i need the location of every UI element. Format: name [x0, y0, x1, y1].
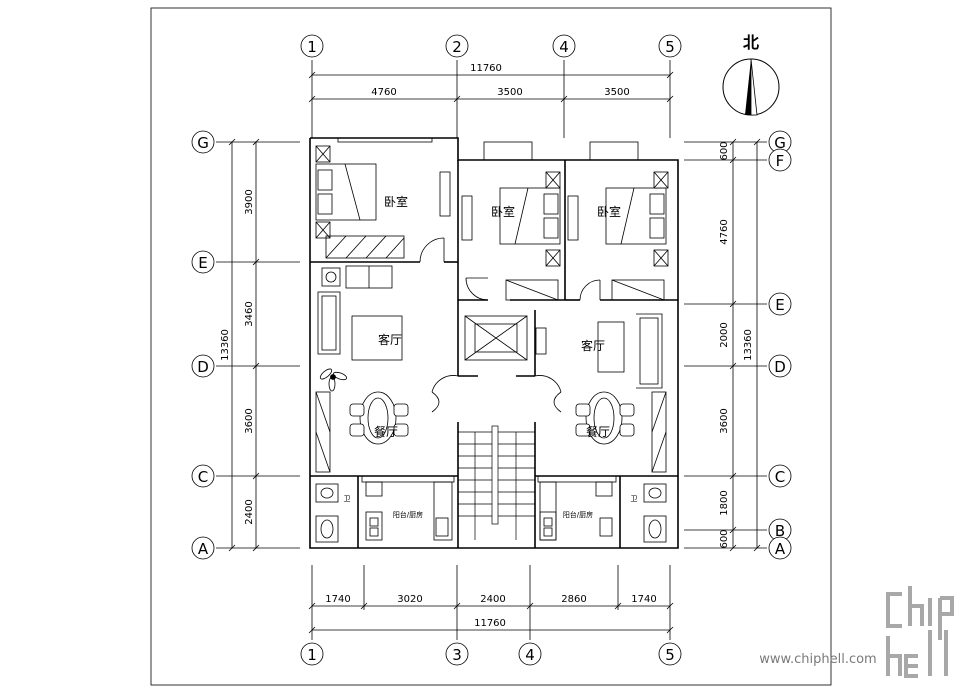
compass-label: 北 [743, 33, 759, 52]
dim-left-seg-2: 3460 [244, 301, 255, 326]
top-axis-bubbles [300, 34, 682, 58]
dim-right-seg-3: 2000 [719, 322, 730, 347]
dim-bottom-seg-5: 1740 [631, 594, 656, 605]
elevator [464, 315, 528, 361]
nightstands [315, 145, 669, 267]
left-axis-bubbles [191, 130, 215, 560]
drawing-border [150, 7, 832, 686]
room-label-balcony-left: 阳台/厨房 [393, 510, 423, 519]
axis-right-C: C [775, 468, 785, 486]
room-label-dining-left: 餐厅 [374, 424, 398, 439]
stairs [458, 425, 535, 540]
dim-right-total: 13360 [743, 329, 754, 361]
dim-bottom-seg-1: 1740 [325, 594, 350, 605]
dim-bottom-seg-4: 2860 [561, 594, 586, 605]
axis-left-C: C [198, 468, 208, 486]
dim-top-seg-3: 3500 [604, 87, 629, 98]
dim-top-seg-2: 3500 [497, 87, 522, 98]
dim-left-seg-4: 2400 [244, 499, 255, 524]
dim-top-seg-1: 4760 [371, 87, 396, 98]
bottom-axis-bubbles [300, 642, 682, 666]
dim-right-seg-5: 1800 [719, 490, 730, 515]
room-label-bedroom-2: 卧室 [491, 204, 515, 219]
axis-right-F: F [776, 152, 785, 170]
top-dimensions [308, 60, 674, 138]
kitchen-counters [361, 475, 617, 541]
beds [315, 163, 667, 245]
room-label-living-right: 客厅 [581, 338, 605, 353]
bath-fixtures [315, 483, 667, 543]
axis-left-A: A [198, 540, 209, 558]
bottom-dimensions [308, 565, 674, 640]
axis-left-D: D [197, 358, 209, 376]
axis-top-1: 1 [307, 38, 317, 56]
living-furniture [317, 265, 663, 389]
axis-top-4: 5 [665, 38, 675, 56]
axis-left-E: E [198, 254, 207, 272]
axis-right-E: E [775, 296, 784, 314]
dim-right-seg-2: 4760 [719, 219, 730, 244]
axis-bottom-4: 4 [525, 646, 535, 664]
room-label-bedroom-1: 卧室 [384, 194, 408, 209]
axis-right-A: A [775, 540, 786, 558]
north-compass [722, 58, 780, 116]
room-label-bedroom-3: 卧室 [597, 204, 621, 219]
axis-right-B: B [775, 522, 785, 540]
watermark-url: www.chiphell.com [759, 652, 876, 667]
wardrobes [325, 171, 665, 301]
fan [319, 368, 348, 392]
room-label-balcony-right: 阳台/厨房 [563, 510, 593, 519]
axis-top-3: 4 [559, 38, 569, 56]
dim-left-total: 13360 [220, 329, 231, 361]
room-label-bath-right: 卫 [631, 495, 638, 503]
dim-bottom-seg-2: 3020 [397, 594, 422, 605]
watermark-logo [886, 586, 954, 678]
dim-right-seg-6: 600 [719, 529, 730, 548]
dim-bottom-seg-3: 2400 [480, 594, 505, 605]
dim-left-seg-1: 3900 [244, 189, 255, 214]
dining-tables [349, 391, 635, 445]
right-dimensions [684, 138, 767, 552]
axis-top-2: 2 [452, 38, 462, 56]
axis-bottom-5: 5 [665, 646, 675, 664]
axis-bottom-3: 3 [452, 646, 462, 664]
axis-right-D: D [774, 358, 786, 376]
axis-left-G: G [197, 134, 209, 152]
door-swings [419, 237, 601, 413]
dim-right-seg-4: 3600 [719, 408, 730, 433]
axis-right-G: G [774, 134, 786, 152]
dim-bottom-total: 11760 [474, 618, 506, 629]
room-label-bath-left: 卫 [344, 495, 351, 503]
left-dimensions [216, 138, 300, 552]
axis-bottom-1: 1 [307, 646, 317, 664]
dim-top-total: 11760 [470, 63, 502, 74]
dim-left-seg-3: 3600 [244, 408, 255, 433]
right-axis-bubbles [768, 130, 792, 560]
side-cabinets [315, 391, 667, 473]
dim-right-seg-1: 600 [719, 141, 730, 160]
room-label-living-left: 客厅 [378, 332, 402, 347]
room-label-dining-right: 餐厅 [586, 424, 610, 439]
